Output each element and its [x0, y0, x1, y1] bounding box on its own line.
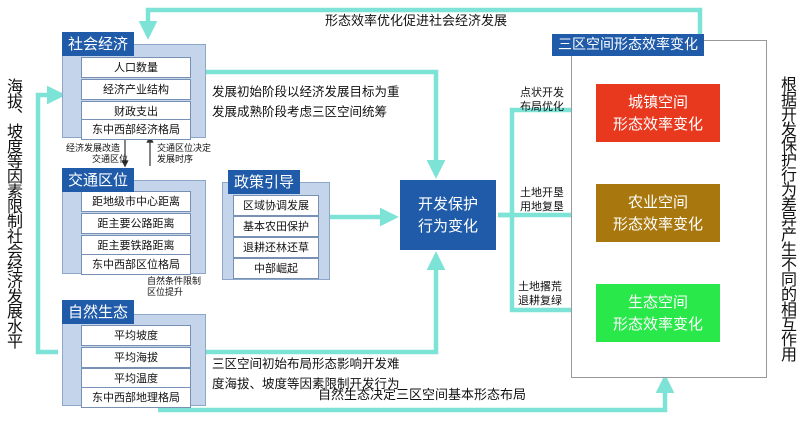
loop-top-arrow [138, 7, 703, 40]
branch-label-eco: 土地撂荒 退耕复绿 [518, 280, 562, 307]
nature-title: 自然生态 [62, 300, 135, 324]
policy-item: 退耕还林还草 [233, 237, 319, 258]
nature-group: 平均坡度 平均海拔 平均温度 东中西部地理格局 [62, 314, 206, 408]
nature-item: 东中西部地理格局 [81, 387, 191, 408]
policy-item: 中部崛起 [233, 258, 319, 279]
social-economy-item: 经济产业结构 [81, 79, 191, 100]
note-transport-to-econ: 交通区位决定 发展时序 [157, 144, 212, 165]
branch-label-agri: 土地开垦 用地复垦 [520, 186, 564, 213]
policy-item: 基本农田保护 [233, 216, 319, 237]
social-economy-item: 东中西部经济格局 [81, 119, 191, 140]
desc-top: 发展初始阶段以经济发展目标为重 发展成熟阶段考虑三区空间统筹 [212, 84, 400, 119]
center-to-eco-arrow [509, 215, 596, 320]
policy-title: 政策引导 [228, 170, 301, 194]
transport-group: 距地级市中心距离 距主要公路距离 距主要铁路距离 东中西部区位格局 [62, 180, 206, 275]
econ-to-center-arrow [205, 69, 446, 179]
effects-title: 三区空间形态效率变化 [552, 34, 704, 56]
social-economy-item: 人口数量 [81, 57, 191, 78]
transport-item: 东中西部区位格局 [81, 254, 191, 275]
policy-item: 区域协调发展 [233, 195, 319, 216]
left-side-arrow [35, 85, 66, 355]
top-loop-label: 形态效率优化促进社会经济发展 [325, 14, 508, 29]
center-behavior-box: 开发保护 行为变化 [400, 180, 496, 250]
agri-effect-box: 农业空间 形态效率变化 [596, 184, 720, 242]
bottom-loop-label: 自然生态决定三区空间基本形态布局 [318, 388, 527, 403]
policy-group: 区域协调发展 基本农田保护 退耕还林还草 中部崛起 [222, 182, 330, 280]
social-economy-title: 社会经济 [62, 32, 135, 56]
nature-to-center-arrow [205, 251, 446, 355]
social-economy-group: 人口数量 经济产业结构 财政支出 东中西部经济格局 [62, 44, 206, 140]
transport-item: 距主要铁路距离 [81, 235, 191, 256]
left-vertical-caption: 海拔、坡度等因素限制社会经济发展水平 [4, 78, 23, 348]
eco-effect-box: 生态空间 形态效率变化 [596, 284, 720, 342]
desc-bottom: 三区空间初始布局形态影响开发难 度海拔、坡度等因素限制开发行为 [212, 356, 400, 391]
nature-item: 平均海拔 [81, 347, 191, 368]
loop-bottom-arrow [158, 374, 675, 413]
branch-label-urban: 点状开发 布局优化 [520, 86, 564, 113]
note-nature-to-transport: 自然条件限制 区位提升 [147, 277, 202, 298]
nature-item: 平均坡度 [81, 325, 191, 346]
nature-item: 平均温度 [81, 368, 191, 389]
note-econ-to-transport: 经济发展改造 交通区位 [66, 144, 129, 165]
transport-item: 距地级市中心距离 [81, 191, 191, 212]
transport-title: 交通区位 [62, 168, 135, 192]
urban-effect-box: 城镇空间 形态效率变化 [596, 84, 720, 142]
right-vertical-caption: 根据开发保护行为差异产生不同的相互作用 [778, 76, 797, 361]
transport-item: 距主要公路距离 [81, 213, 191, 234]
